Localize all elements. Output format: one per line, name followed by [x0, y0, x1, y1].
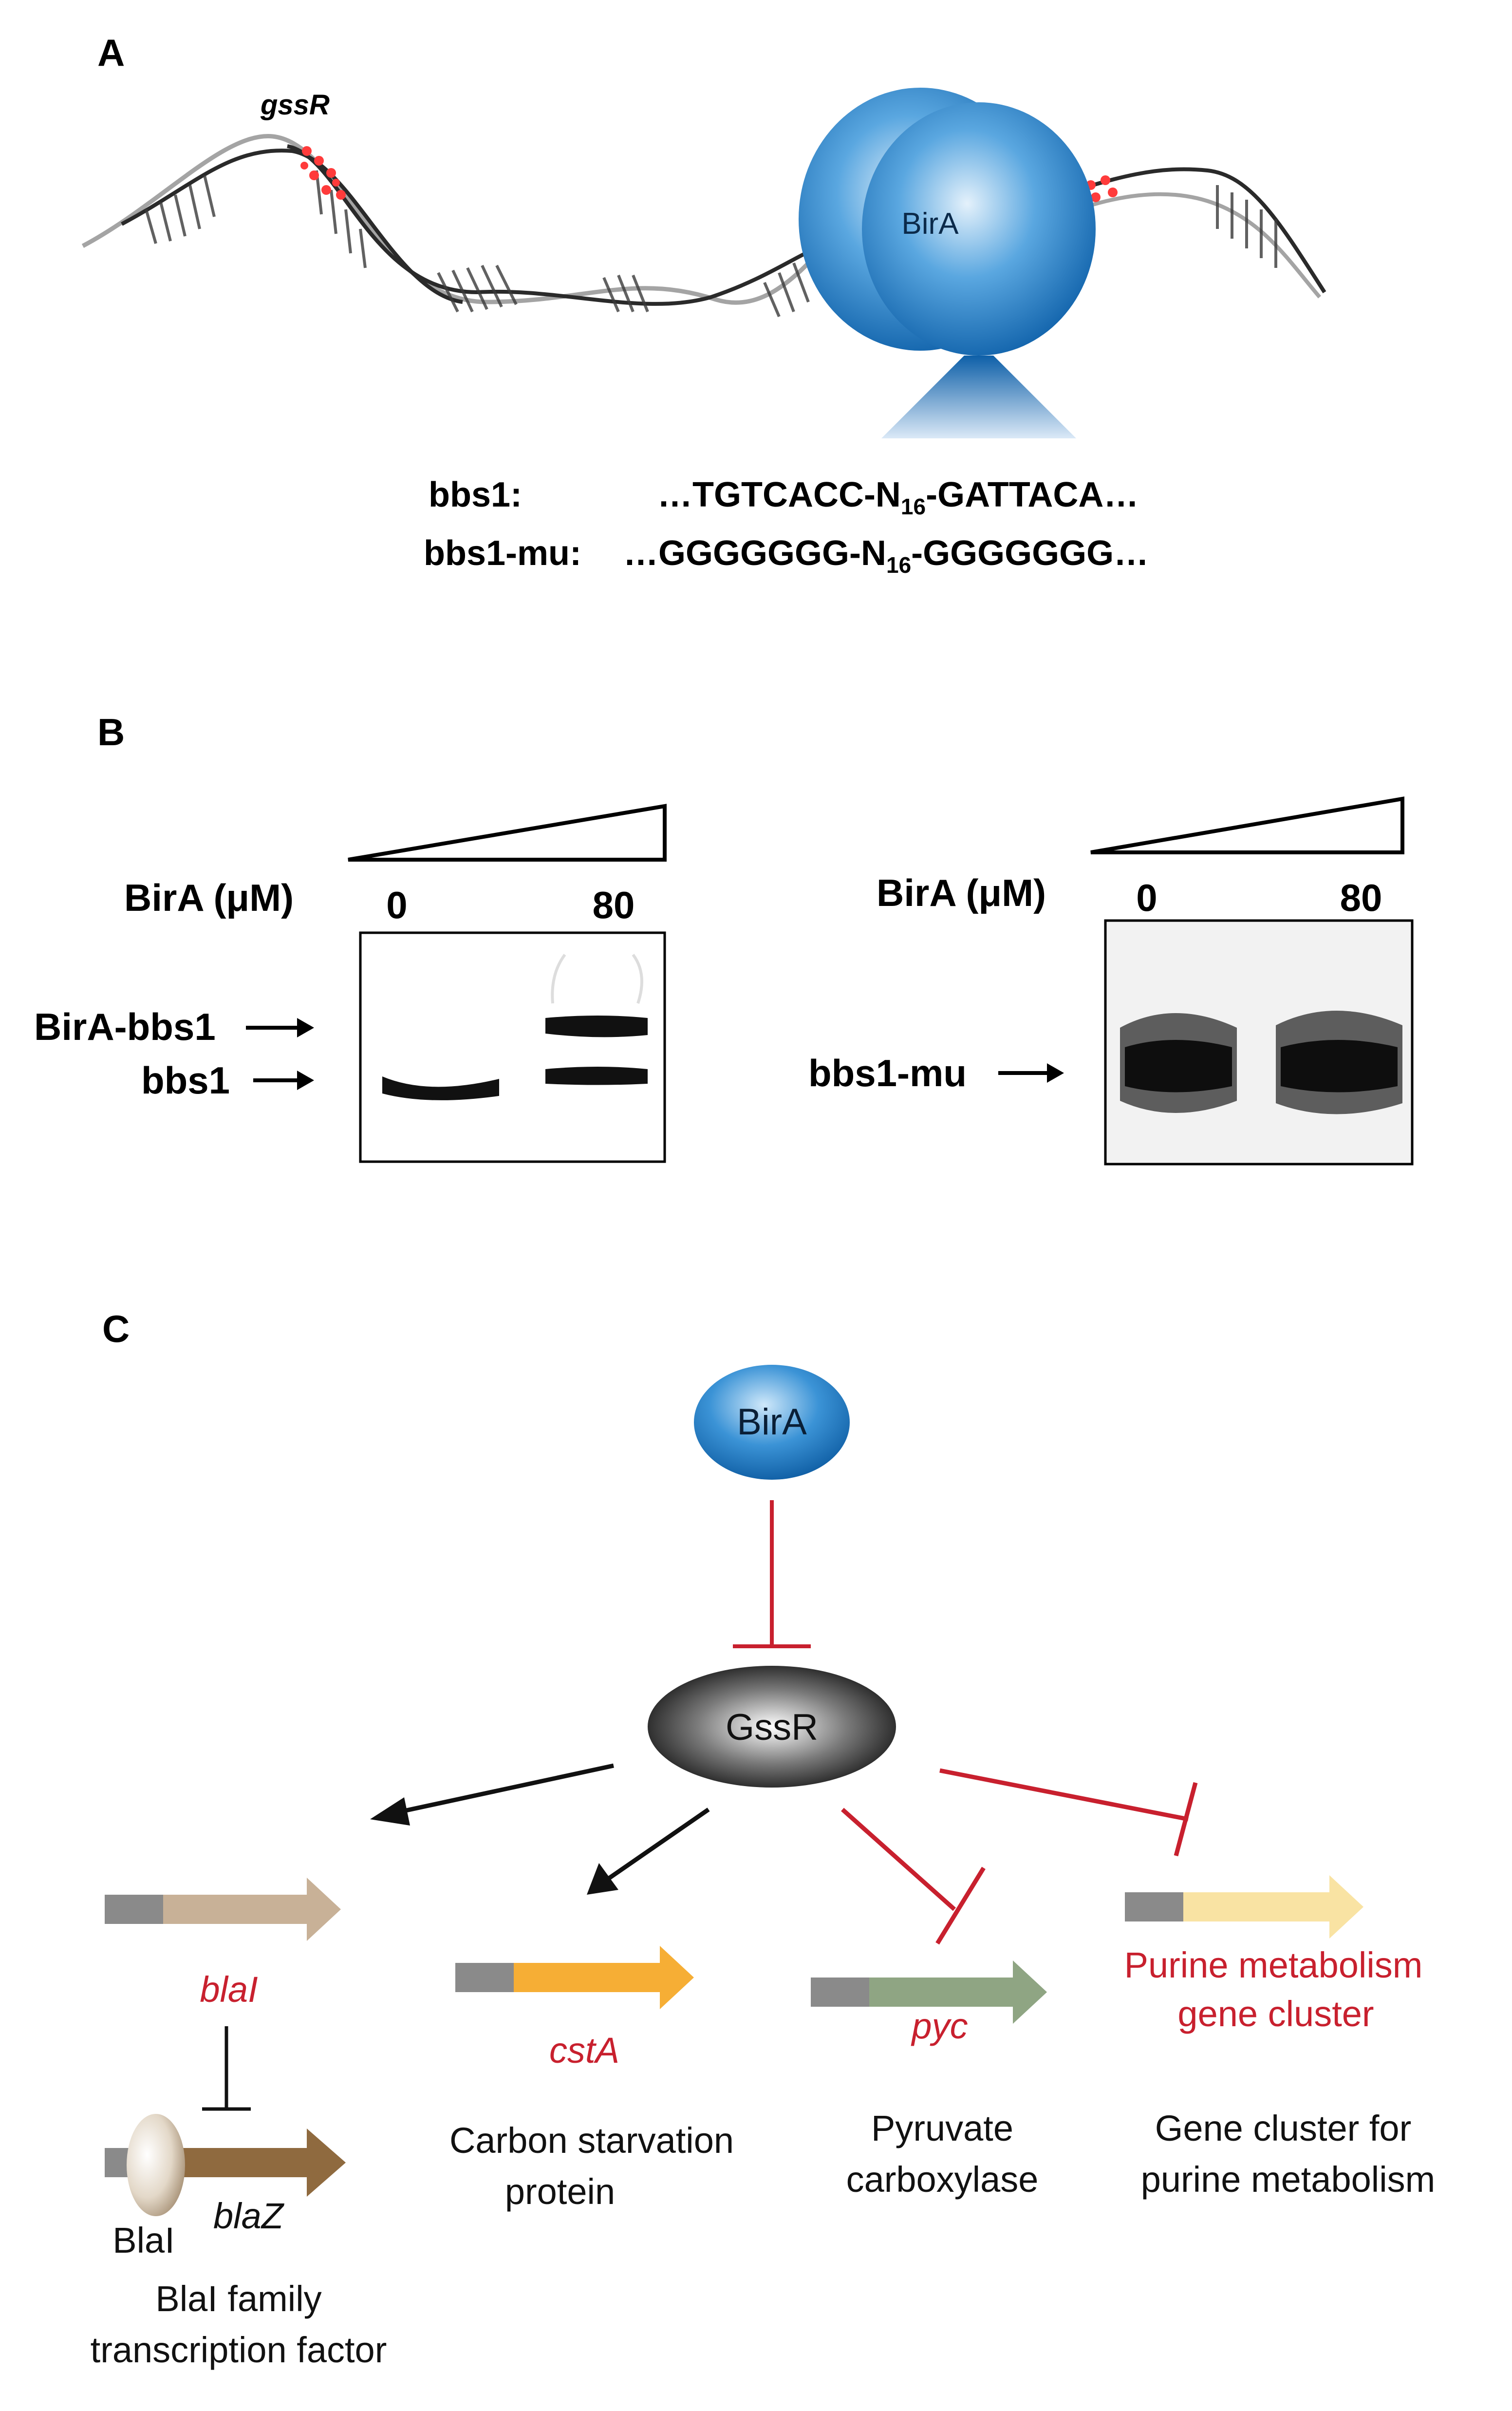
purine-description-line2: purine metabolism: [1141, 2159, 1436, 2200]
arrow-bira-bbs1: [246, 1018, 314, 1037]
seq1-sequence: …TGTCACC-N16-GATTACA…: [657, 475, 1139, 519]
gene-csta-label: cstA: [549, 2030, 619, 2071]
gssr-node-label: GssR: [726, 1707, 818, 1748]
repression-bira-gssr: [733, 1500, 811, 1648]
gel-left-lane-high: 80: [593, 884, 635, 926]
gel-left-gradient: [348, 804, 667, 862]
sequence-bbs1: bbs1: …TGTCACC-N16-GATTACA…: [429, 475, 1139, 519]
gel-right-lane-high: 80: [1340, 876, 1382, 919]
sequence-bbs1-mu: bbs1-mu: …GGGGGGG-N16-GGGGGGG…: [424, 534, 1149, 578]
arrow-bbs1-mu: [998, 1063, 1064, 1083]
gel-left: [359, 931, 666, 1163]
seq1-name: bbs1:: [429, 475, 522, 514]
activation-csta: [587, 1808, 710, 1895]
pyc-description-line2: carboxylase: [846, 2159, 1039, 2200]
gene-blaz: [105, 2114, 346, 2216]
repression-pyc: [841, 1808, 986, 1945]
purine-description-line1: Gene cluster for: [1155, 2108, 1411, 2148]
seq2-name: bbs1-mu:: [424, 534, 581, 573]
activation-blai: [370, 1763, 614, 1826]
gel-right-axis-label: BirA (μM): [877, 871, 1046, 914]
band-label-bira-bbs1: BirA-bbs1: [34, 1005, 216, 1048]
gene-purine-label-line2: gene cluster: [1177, 1994, 1374, 2034]
repression-purine: [939, 1768, 1198, 1857]
blai-protein-label: BlaI: [112, 2220, 175, 2260]
gel-right: [1104, 919, 1414, 1166]
csta-description-line2: protein: [505, 2171, 615, 2212]
gene-purine-cluster: [1125, 1875, 1363, 1939]
repression-blai-blaz: [202, 2026, 251, 2111]
blai-description-line2: transcription factor: [91, 2330, 387, 2370]
bira-protein-label: BirA: [901, 207, 959, 241]
band-label-bbs1: bbs1: [141, 1059, 230, 1102]
binding-site-left: [300, 146, 346, 200]
dna-helix: [81, 134, 1326, 318]
arrow-bbs1: [253, 1071, 314, 1090]
panel-b-label: B: [97, 711, 125, 753]
pyc-description-line1: Pyruvate: [871, 2108, 1013, 2148]
gel-right-gradient: [1090, 796, 1404, 854]
gene-purine-label-line1: Purine metabolism: [1124, 1945, 1423, 1985]
bira-node-label: BirA: [737, 1401, 807, 1443]
gssr-node: [648, 1666, 896, 1788]
gene-pyc-label: pyc: [911, 2006, 968, 2046]
bira-node: [694, 1365, 850, 1480]
gene-csta: [455, 1946, 694, 2009]
gene-blai: [105, 1878, 341, 1941]
csta-description-line1: Carbon starvation: [449, 2120, 734, 2161]
gene-pyc: [811, 1960, 1047, 2024]
panel-a-label: A: [97, 31, 125, 74]
band-label-bbs1-mu: bbs1-mu: [808, 1052, 967, 1094]
bira-protein: [799, 88, 1096, 438]
gene-blai-label: blaI: [200, 1969, 258, 2010]
seq2-sequence: …GGGGGGG-N16-GGGGGGG…: [623, 534, 1149, 578]
gel-left-lane-low: 0: [386, 884, 407, 926]
blai-description-line1: BlaI family: [155, 2279, 321, 2319]
gel-left-axis-label: BirA (μM): [124, 876, 294, 919]
gene-blaz-label: blaZ: [213, 2196, 285, 2236]
gene-label-gssr: gssR: [260, 89, 330, 121]
gel-right-lane-low: 0: [1136, 876, 1157, 919]
panel-c-label: C: [102, 1307, 130, 1350]
